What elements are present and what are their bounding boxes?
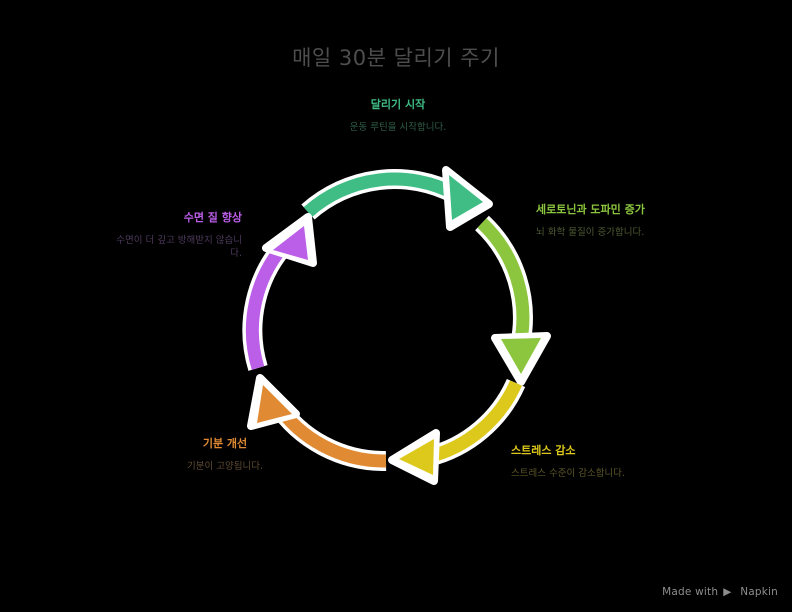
napkin-watermark: Made with ▶ Napkin — [662, 586, 778, 598]
cycle-node-neuro-title: 세로토닌과 도파민 증가 — [536, 203, 645, 216]
cycle-node-mood-title: 기분 개선 — [202, 437, 248, 450]
watermark-brand: Napkin — [740, 586, 778, 598]
cycle-node-mood: 기분 개선 기분이 고양됩니다. — [140, 437, 310, 473]
cycle-node-start: 달리기 시작 운동 루틴을 시작합니다. — [318, 98, 478, 134]
cycle-node-stress-description: 스트레스 수준이 감소합니다. — [511, 468, 625, 479]
cycle-node-sleep-description: 수면이 더 깊고 방해받지 않습니다. — [116, 235, 242, 259]
arrow-start-to-neuro — [301, 166, 493, 231]
cycle-node-sleep-title: 수면 질 향상 — [183, 211, 242, 224]
cycle-node-stress-title: 스트레스 감소 — [511, 444, 576, 457]
arrow-neuro-to-stress — [474, 215, 551, 386]
cycle-node-neuro: 세로토닌과 도파민 증가 뇌 화학 물질이 증가합니다. — [536, 203, 666, 239]
arrow-stress-to-mood — [388, 378, 526, 485]
arrow-mood-to-sleep — [247, 374, 387, 472]
cycle-node-start-description: 운동 루틴을 시작합니다. — [349, 122, 447, 133]
cycle-node-sleep: 수면 질 향상 수면이 더 깊고 방해받지 않습니다. — [112, 211, 242, 260]
cycle-node-mood-description: 기분이 고양됩니다. — [187, 461, 263, 472]
arrow-sleep-to-start — [242, 213, 317, 371]
napkin-logo-icon: ▶ — [723, 586, 732, 598]
cycle-node-stress: 스트레스 감소 스트레스 수준이 감소합니다. — [511, 444, 641, 480]
cycle-node-start-title: 달리기 시작 — [370, 98, 426, 111]
watermark-prefix: Made with — [662, 586, 719, 598]
page-title: 매일 30분 달리기 주기 — [292, 46, 500, 70]
cycle-node-neuro-description: 뇌 화학 물질이 증가합니다. — [536, 227, 645, 238]
